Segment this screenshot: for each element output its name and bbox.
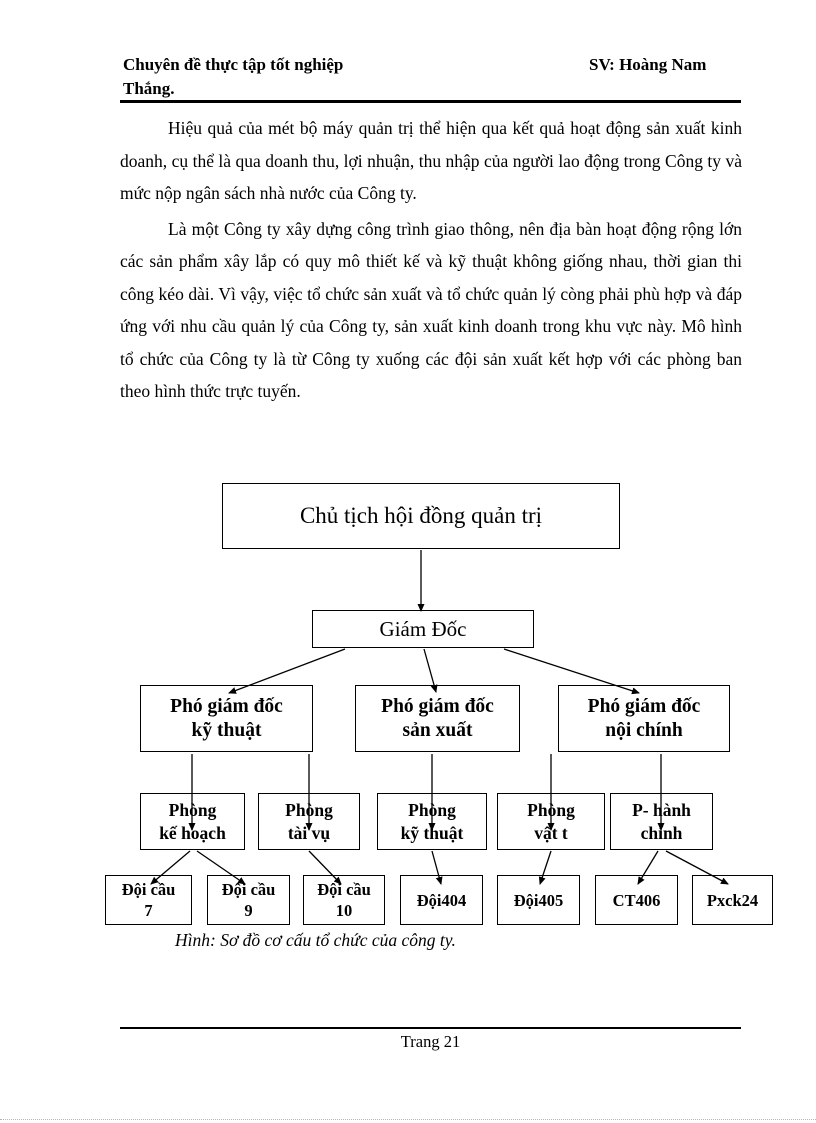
org-node-dept-finance: Phòng tài vụ — [258, 793, 360, 850]
node-label-line1: Phó giám đốc — [381, 695, 494, 717]
org-node-team-doi405: Đội405 — [497, 875, 580, 925]
org-node-team-doi-cau-10: Đội cầu 10 — [303, 875, 385, 925]
org-node-dept-admin: P- hành chính — [610, 793, 713, 850]
org-node-team-doi404: Đội404 — [400, 875, 483, 925]
page-number: Trang 21 — [400, 1032, 461, 1051]
node-label-line1: Phòng — [285, 799, 333, 820]
org-node-deputy-production: Phó giám đốc sản xuất — [355, 685, 520, 752]
node-label-line2: 9 — [244, 901, 253, 920]
node-label-line2: kỹ thuật — [400, 822, 464, 843]
node-label-line1: P- hành — [632, 799, 691, 820]
header-rule — [120, 100, 741, 103]
node-label-line2: sản xuất — [402, 719, 473, 741]
org-node-director: Giám Đốc — [312, 610, 534, 648]
page-bottom-boundary — [0, 1119, 816, 1120]
node-label-line1: Phòng — [408, 799, 456, 820]
header-left: Chuyên đề thực tập tốt nghiệp Thắng. — [123, 53, 343, 101]
org-node-team-ct406: CT406 — [595, 875, 678, 925]
node-label-line2: 7 — [144, 901, 153, 920]
org-node-team-pxck24: Pxck24 — [692, 875, 773, 925]
node-label-line1: Đội cầu — [317, 880, 371, 899]
org-node-label: Giám Đốc — [379, 616, 467, 641]
node-label-line1: Phó giám đốc — [170, 695, 283, 717]
org-node-team-doi-cau-9: Đội cầu 9 — [207, 875, 290, 925]
node-label-line2: tài vụ — [287, 822, 331, 843]
node-label-line2: vật t — [534, 822, 568, 843]
org-node-dept-technical: Phòng kỹ thuật — [377, 793, 487, 850]
node-label-line1: Pxck24 — [706, 890, 759, 910]
footer-rule — [120, 1027, 741, 1029]
paragraph-1: Hiệu quả của mét bộ máy quản trị thể hiệ… — [120, 118, 742, 203]
node-label-line2: 10 — [335, 901, 353, 920]
node-label-line2: kỹ thuật — [191, 719, 262, 741]
body-text: Hiệu quả của mét bộ máy quản trị thể hiệ… — [120, 112, 742, 411]
header-left-line-1: Chuyên đề thực tập tốt nghiệp — [123, 55, 344, 74]
node-label-line1: Phòng — [168, 799, 217, 820]
org-node-deputy-internal: Phó giám đốc nội chính — [558, 685, 730, 752]
org-node-dept-materials: Phòng vật t — [497, 793, 605, 850]
org-node-team-doi-cau-7: Đội cầu 7 — [105, 875, 192, 925]
node-label-line1: Đội cầu — [221, 880, 276, 899]
org-node-dept-planning: Phòng kế hoạch — [140, 793, 245, 850]
org-node-label: Chủ tịch hội đồng quản trị — [299, 503, 543, 528]
org-node-chairman: Chủ tịch hội đồng quản trị — [222, 483, 620, 549]
node-label-line1: Đội405 — [513, 890, 564, 910]
node-label-line1: Phó giám đốc — [587, 695, 701, 717]
node-label-line1: Phòng — [527, 799, 575, 820]
paragraph-2: Là một Công ty xây dựng công trình giao … — [120, 218, 742, 402]
figure-caption: Hình: Sơ đồ cơ cấu tổ chức của công ty. — [175, 930, 456, 950]
node-label-line2: kế hoạch — [159, 822, 226, 843]
header-right: SV: Hoàng Nam — [589, 55, 707, 74]
node-label-line1: Đội cầu — [121, 880, 176, 899]
node-label-line1: Đội404 — [416, 890, 467, 910]
org-node-deputy-technical: Phó giám đốc kỹ thuật — [140, 685, 313, 752]
node-label-line2: chính — [640, 822, 683, 843]
node-label-line2: nội chính — [605, 719, 683, 741]
header-left-line-2: Thắng. — [123, 79, 175, 98]
node-label-line1: CT406 — [612, 890, 661, 910]
